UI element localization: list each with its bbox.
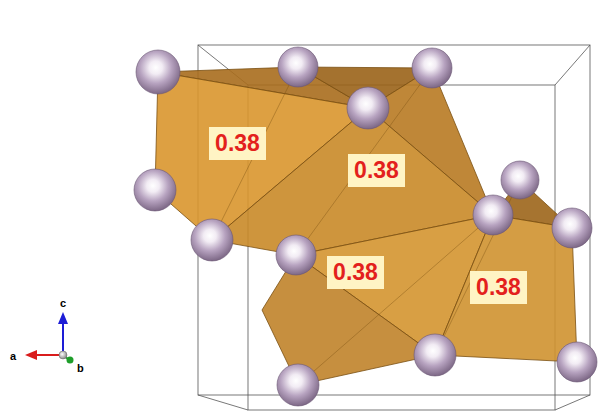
axis-label: b (77, 363, 84, 374)
axis-label: a (10, 351, 16, 362)
value-box: 0.38 (470, 271, 527, 304)
value-box: 0.38 (348, 154, 405, 187)
value-label: 0.38 (476, 276, 521, 299)
value-box: 0.38 (209, 127, 266, 160)
atoms (134, 47, 597, 406)
value-label: 0.38 (215, 132, 260, 155)
axis-indicator (25, 312, 74, 364)
polyhedra (155, 67, 577, 385)
value-label: 0.38 (354, 159, 399, 182)
value-label: 0.38 (333, 261, 378, 284)
value-box: 0.38 (327, 256, 384, 289)
axis-label: c (60, 298, 66, 309)
